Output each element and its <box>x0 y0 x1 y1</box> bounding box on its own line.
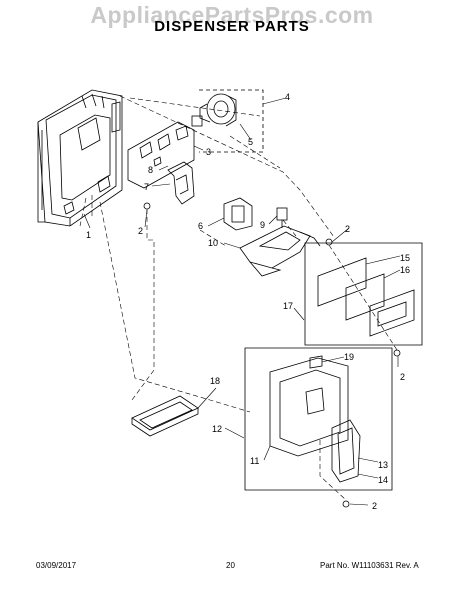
part-10-funnel <box>239 225 321 277</box>
callout-16: 16 <box>400 265 410 275</box>
callout-1: 1 <box>86 230 91 240</box>
callout-7: 7 <box>144 182 149 192</box>
part-6-switch <box>223 197 253 231</box>
footer-page-number: 20 <box>226 561 235 570</box>
part-7-lever <box>167 161 195 205</box>
parts-15-17-box <box>304 242 423 346</box>
part-9-actuator <box>276 207 288 228</box>
callout-18: 18 <box>210 376 220 386</box>
callout-19: 19 <box>344 352 354 362</box>
callout-2-bottom: 2 <box>372 501 377 511</box>
callout-9: 9 <box>260 220 265 230</box>
footer-date: 03/09/2017 <box>36 561 77 570</box>
callout-4: 4 <box>285 92 290 102</box>
callout-5: 5 <box>248 137 253 147</box>
callout-12: 12 <box>212 424 222 434</box>
callout-leaders <box>83 97 401 506</box>
leader-lines <box>79 95 398 501</box>
part-4-motor <box>191 93 237 127</box>
callout-10: 10 <box>208 238 218 248</box>
callout-3: 3 <box>206 147 211 157</box>
part-18-drip-tray <box>131 395 199 437</box>
callout-labels: 1 2 2 2 2 3 4 5 6 7 8 9 10 11 12 13 14 1… <box>86 92 410 511</box>
parts-11-19-box <box>244 347 393 491</box>
part-3-bracket <box>127 121 195 189</box>
callout-2-right: 2 <box>345 224 350 234</box>
callout-2-lower: 2 <box>400 372 405 382</box>
part-4-bracket <box>199 89 264 153</box>
callout-8: 8 <box>148 165 153 175</box>
callout-15: 15 <box>400 253 410 263</box>
callout-6: 6 <box>198 221 203 231</box>
callout-11: 11 <box>250 456 259 466</box>
footer-part-number: Part No. W11103631 Rev. A <box>320 561 419 570</box>
part-1-housing <box>37 89 123 227</box>
callout-13: 13 <box>378 460 388 470</box>
watermark: AppliancePartsPros.com <box>90 2 374 28</box>
callout-17: 17 <box>283 301 293 311</box>
page-title: DISPENSER PARTS <box>154 18 310 35</box>
callout-2-left: 2 <box>138 226 143 236</box>
callout-14: 14 <box>378 475 388 485</box>
screw-parts <box>143 202 401 508</box>
